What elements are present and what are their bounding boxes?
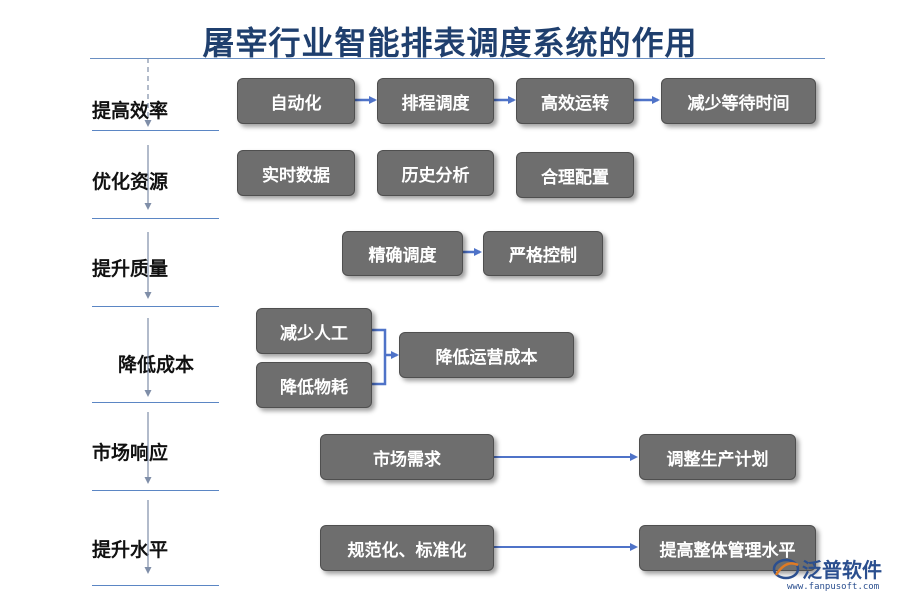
row-separator: [92, 402, 219, 403]
node-historical-analysis: 历史分析: [377, 150, 494, 196]
row-separator: [92, 218, 219, 219]
row-separator: [92, 306, 219, 307]
node-reduce-labor: 减少人工: [256, 308, 372, 354]
category-improve-level: 提升水平: [92, 539, 169, 561]
row-separator: [92, 585, 219, 586]
node-adjust-production-plan: 调整生产计划: [639, 434, 796, 480]
logo-text: 泛普软件: [802, 558, 882, 582]
category-optimize-resources: 优化资源: [92, 171, 169, 193]
merge-bracket: [372, 328, 387, 386]
node-realtime-data: 实时数据: [237, 150, 355, 196]
node-strict-control: 严格控制: [483, 231, 603, 276]
node-standardization: 规范化、标准化: [320, 525, 494, 571]
node-market-demand: 市场需求: [320, 434, 494, 480]
node-rational-allocation: 合理配置: [516, 152, 634, 198]
row-separator: [92, 130, 219, 131]
category-improve-quality: 提升质量: [92, 258, 169, 280]
logo-url: www.fanpusoft.com: [787, 582, 880, 592]
node-reduce-waiting: 减少等待时间: [661, 78, 816, 124]
logo-icon: [772, 558, 800, 580]
node-efficient-operation: 高效运转: [516, 78, 634, 124]
node-reduce-operating-cost: 降低运营成本: [399, 332, 574, 378]
brand-logo: 泛普软件 www.fanpusoft.com: [772, 553, 897, 598]
category-improve-efficiency: 提高效率: [92, 100, 169, 122]
node-improve-management: 提高整体管理水平: [639, 525, 816, 571]
title-underline: [90, 58, 825, 59]
node-precise-scheduling: 精确调度: [342, 231, 463, 276]
category-market-response: 市场响应: [92, 442, 169, 464]
row-separator: [92, 490, 219, 491]
category-reduce-cost: 降低成本: [118, 354, 195, 376]
node-automation: 自动化: [237, 78, 355, 124]
page-title: 屠宰行业智能排表调度系统的作用: [202, 24, 698, 62]
node-reduce-consumption: 降低物耗: [256, 362, 372, 408]
node-scheduling: 排程调度: [377, 78, 494, 124]
